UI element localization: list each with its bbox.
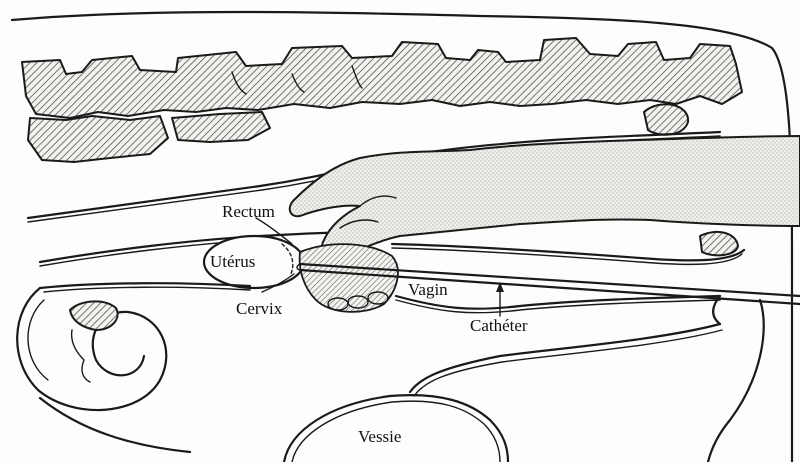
cervix xyxy=(300,244,398,312)
vagina-wall-upper xyxy=(392,244,744,260)
vagin-label: Vagin xyxy=(408,281,448,298)
abdominal-wall xyxy=(410,324,720,392)
vessie-label: Vessie xyxy=(358,428,401,445)
cervix-label: Cervix xyxy=(236,300,282,317)
catheter-label: Cathéter xyxy=(470,317,528,334)
uterus-label: Utérus xyxy=(210,253,255,270)
rectum-label: Rectum xyxy=(222,203,275,220)
